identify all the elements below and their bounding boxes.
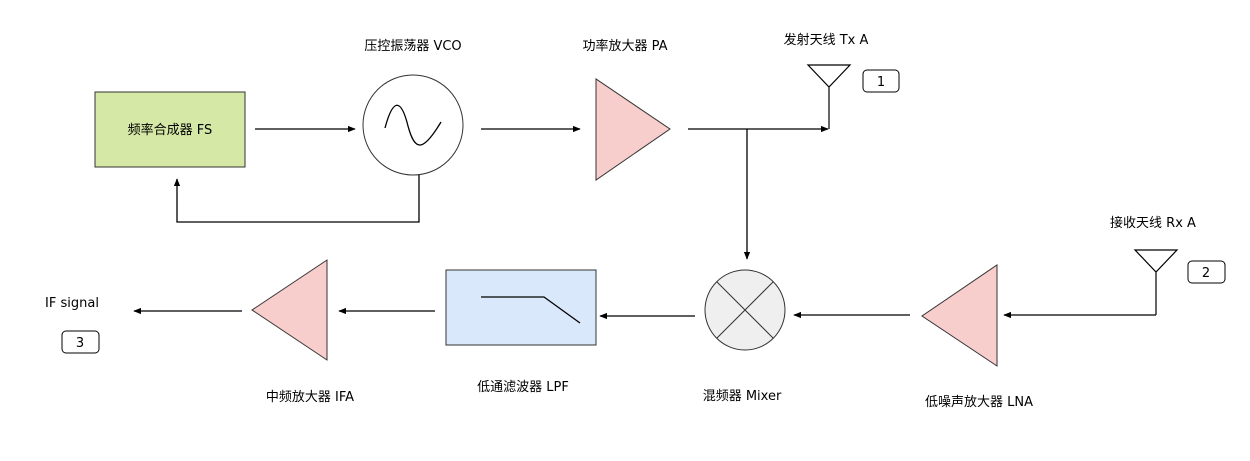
if-output: IF signal 3: [45, 296, 100, 354]
low-pass-filter-block: 低通滤波器 LPF: [445, 269, 597, 395]
badge-1: 1: [877, 75, 885, 90]
lowpass-response-icon: [481, 296, 581, 324]
vco-feedback-arrow: [173, 175, 420, 223]
mixer-cross-icon: [716, 281, 774, 339]
if-amplifier-block: 中频放大器 IFA: [251, 259, 354, 405]
badge-3-box: [61, 330, 100, 354]
tx-antenna-label: 发射天线 Tx A: [784, 32, 869, 48]
sine-wave-icon: [384, 104, 442, 146]
ifa-label: 中频放大器 IFA: [266, 390, 354, 405]
vco-label: 压控振荡器 VCO: [364, 39, 461, 54]
if-signal-label: IF signal: [45, 296, 99, 311]
badge-2-box: [1187, 260, 1226, 284]
rx-antenna-label: 接收天线 Rx A: [1110, 215, 1196, 231]
mixer-label: 混频器 Mixer: [703, 389, 782, 404]
tx-antenna: 发射天线 Tx A 1: [784, 32, 900, 129]
lpf-label: 低通滤波器 LPF: [477, 380, 569, 395]
badge-2: 2: [1202, 266, 1210, 281]
power-amplifier-block: 功率放大器 PA: [582, 38, 671, 181]
tx-antenna-icon: [806, 64, 852, 129]
fs-label: 频率合成器 FS: [128, 122, 213, 138]
rx-antenna-icon: [1133, 249, 1179, 315]
badge-3: 3: [76, 336, 84, 351]
frequency-synthesizer-block: 频率合成器 FS: [94, 91, 246, 168]
rx-antenna: 接收天线 Rx A 2: [1110, 215, 1226, 315]
pa-label: 功率放大器 PA: [582, 38, 667, 54]
low-noise-amplifier-block: 低噪声放大器 LNA: [921, 264, 1033, 410]
badge-1-box: [862, 69, 900, 93]
lna-label: 低噪声放大器 LNA: [925, 395, 1033, 410]
mixer-block: 混频器 Mixer: [703, 269, 786, 404]
vco-block: 压控振荡器 VCO: [362, 39, 464, 176]
